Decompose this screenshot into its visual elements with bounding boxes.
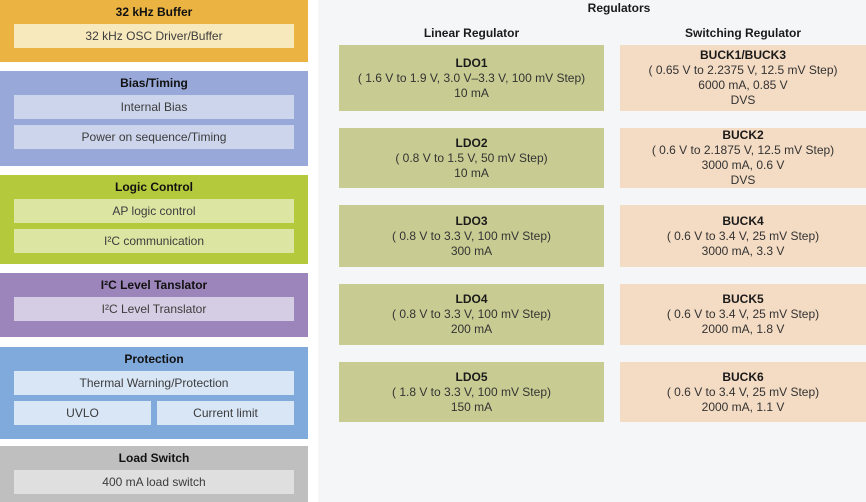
regulators-title: Regulators (587, 1, 651, 15)
regulator-name: BUCK2 (722, 128, 764, 142)
block-title: Logic Control (115, 180, 193, 194)
regulator-name: BUCK1/BUCK3 (699, 48, 786, 62)
block-cell: Internal Bias (14, 95, 294, 119)
block-title: 32 kHz Buffer (115, 5, 193, 19)
regulator-name: BUCK5 (722, 292, 764, 306)
regulator-box-buck4: BUCK4 ( 0.6 V to 3.4 V, 25 mV Step) 3000… (620, 205, 866, 267)
regulator-name: LDO5 (455, 369, 488, 384)
regulator-box-ldo3: LDO3 ( 0.8 V to 3.3 V, 100 mV Step) 300 … (339, 205, 604, 267)
regulator-current: 10 mA (454, 165, 489, 180)
regulator-current: 3000 mA, 0.6 V (701, 158, 785, 172)
regulators-panel: Regulators Linear Regulator Switching Re… (318, 0, 866, 502)
regulator-boxes: LDO1 ( 1.6 V to 1.9 V, 3.0 V–3.3 V, 100 … (339, 45, 866, 422)
regulator-box-ldo5: LDO5 ( 1.8 V to 3.3 V, 100 mV Step) 150 … (339, 362, 604, 422)
column-header-switching: Switching Regulator (684, 26, 801, 40)
block-cell: 32 kHz OSC Driver/Buffer (14, 24, 294, 48)
block-cell-row: UVLO Current limit (14, 401, 294, 425)
regulator-current: 10 mA (454, 85, 489, 100)
regulator-current: 3000 mA, 3.3 V (701, 243, 785, 258)
regulator-range: ( 0.6 V to 2.1875 V, 12.5 mV Step) (651, 143, 835, 157)
regulator-current: 200 mA (450, 322, 493, 336)
regulator-box-buck2: BUCK2 ( 0.6 V to 2.1875 V, 12.5 mV Step)… (620, 128, 866, 188)
regulator-range: ( 0.65 V to 2.2375 V, 12.5 mV Step) (648, 63, 838, 77)
block-cell: AP logic control (14, 199, 294, 223)
block-cell: Thermal Warning/Protection (14, 371, 294, 395)
column-header-linear: Linear Regulator (423, 26, 520, 40)
regulator-range: ( 1.8 V to 3.3 V, 100 mV Step) (392, 384, 551, 399)
regulator-range: ( 0.8 V to 3.3 V, 100 mV Step) (392, 307, 551, 321)
block-cell: 400 mA load switch (14, 470, 294, 494)
regulator-box-ldo1: LDO1 ( 1.6 V to 1.9 V, 3.0 V–3.3 V, 100 … (339, 45, 604, 111)
regulator-range: ( 0.6 V to 3.4 V, 25 mV Step) (666, 228, 820, 243)
regulator-current: 2000 mA, 1.8 V (701, 322, 785, 336)
regulator-range: ( 0.8 V to 1.5 V, 50 mV Step) (395, 150, 548, 165)
regulator-feature: DVS (730, 93, 756, 107)
block-logic-control: Logic Control AP logic control I²C commu… (0, 175, 308, 264)
regulator-box-buck6: BUCK6 ( 0.6 V to 3.4 V, 25 mV Step) 2000… (620, 362, 866, 422)
block-title: I²C Level Tanslator (100, 278, 208, 292)
block-cell: I²C communication (14, 229, 294, 253)
regulator-current: 150 mA (450, 399, 493, 414)
regulator-box-ldo4: LDO4 ( 0.8 V to 3.3 V, 100 mV Step) 200 … (339, 284, 604, 345)
column-headers: Linear Regulator Switching Regulator (339, 26, 866, 45)
regulator-name: BUCK6 (722, 369, 764, 384)
regulator-name: LDO4 (455, 292, 488, 306)
block-cell: Current limit (157, 401, 294, 425)
block-32khz-buffer: 32 kHz Buffer 32 kHz OSC Driver/Buffer (0, 0, 308, 62)
block-protection: Protection Thermal Warning/Protection UV… (0, 347, 308, 439)
regulator-current: 6000 mA, 0.85 V (698, 78, 788, 92)
block-load-switch: Load Switch 400 mA load switch (0, 446, 308, 502)
block-cell: I²C Level Translator (14, 297, 294, 321)
regulator-name: LDO3 (455, 213, 488, 228)
block-title: Protection (124, 352, 184, 366)
block-i2c-level-translator: I²C Level Tanslator I²C Level Translator (0, 273, 308, 337)
regulator-name: LDO2 (455, 135, 488, 150)
regulator-range: ( 0.6 V to 3.4 V, 25 mV Step) (666, 307, 820, 321)
regulator-feature: DVS (730, 173, 756, 187)
regulator-current: 2000 mA, 1.1 V (701, 399, 785, 414)
block-cell: Power on sequence/Timing (14, 125, 294, 149)
regulator-range: ( 0.8 V to 3.3 V, 100 mV Step) (392, 228, 551, 243)
regulator-range: ( 0.6 V to 3.4 V, 25 mV Step) (666, 384, 820, 399)
regulators-columns: Linear Regulator Switching Regulator LDO… (339, 26, 866, 422)
block-title: Load Switch (118, 451, 190, 465)
regulator-name: LDO1 (455, 55, 488, 70)
regulator-name: BUCK4 (722, 213, 764, 228)
regulator-range: ( 1.6 V to 1.9 V, 3.0 V–3.3 V, 100 mV St… (357, 70, 586, 85)
regulator-box-ldo2: LDO2 ( 0.8 V to 1.5 V, 50 mV Step) 10 mA (339, 128, 604, 188)
regulator-current: 300 mA (450, 243, 493, 258)
block-cell: UVLO (14, 401, 151, 425)
block-bias-timing: Bias/Timing Internal Bias Power on seque… (0, 71, 308, 166)
block-title: Bias/Timing (120, 76, 188, 90)
regulator-box-buck1-buck3: BUCK1/BUCK3 ( 0.65 V to 2.2375 V, 12.5 m… (620, 45, 866, 111)
regulator-box-buck5: BUCK5 ( 0.6 V to 3.4 V, 25 mV Step) 2000… (620, 284, 866, 345)
